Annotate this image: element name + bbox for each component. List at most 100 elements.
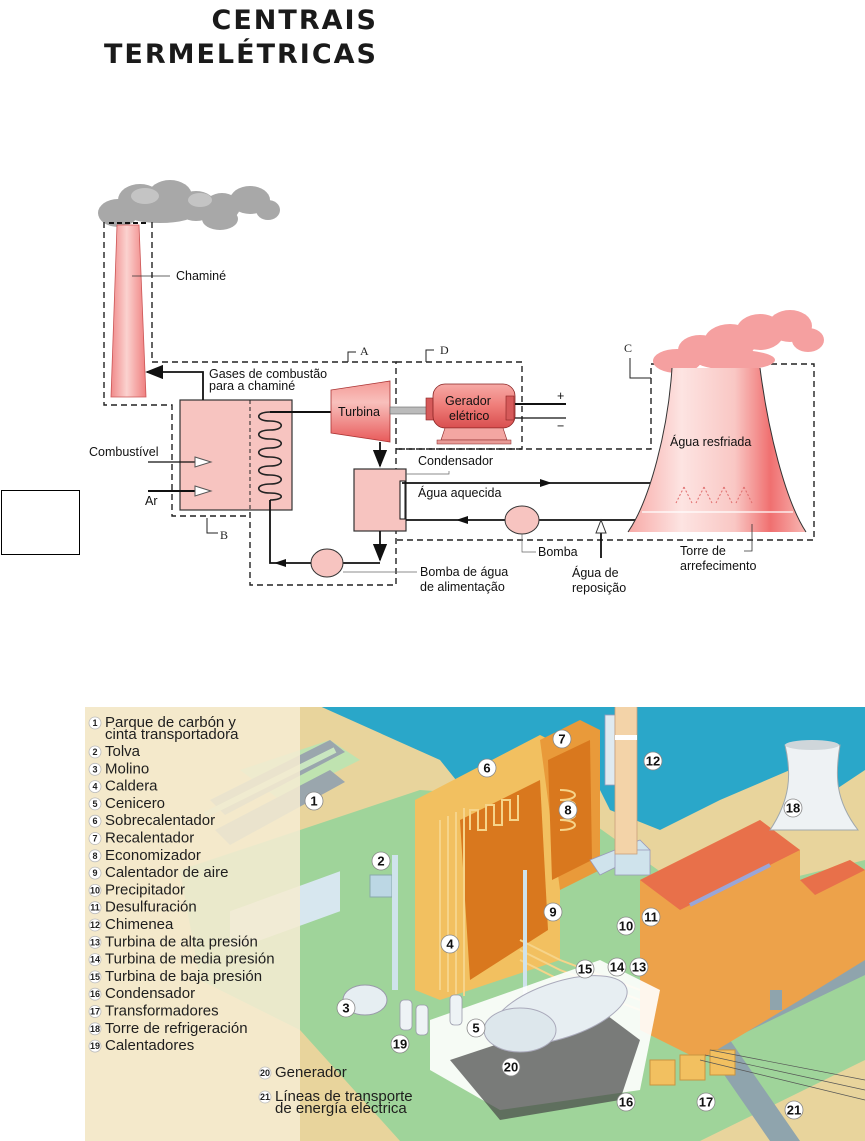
legend-number-badge [88, 866, 102, 880]
tower-label-1: Torre de [680, 544, 726, 558]
legend-label: Líneas de transporte [275, 1088, 413, 1105]
road [700, 950, 865, 1141]
legend-item: 17 Transformadores [88, 1003, 219, 1020]
chimney-label: Chaminé [176, 269, 226, 283]
legend-label: Recalentador [105, 830, 194, 847]
legend-item: 12 Chimenea [88, 916, 174, 933]
legend-label-line-2: cinta transportadora [105, 726, 239, 743]
callout-2: 2 [371, 851, 391, 871]
fuel-arrow-icon [194, 456, 213, 468]
legend-number: 17 [90, 1007, 100, 1017]
legend-item: 5 Cenicero [88, 795, 165, 812]
callout-4: 4 [440, 934, 460, 954]
callout-number: 2 [377, 854, 384, 869]
callout-9: 9 [543, 902, 563, 922]
callout-10: 10 [616, 916, 636, 936]
smoke-cloud-icon [98, 180, 280, 230]
legend-label: Turbina de baja presión [105, 968, 262, 985]
legend-label: Turbina de alta presión [105, 933, 258, 950]
legend-number: 20 [260, 1068, 270, 1078]
legend-number: 6 [92, 816, 97, 826]
callout-5: 5 [466, 1018, 486, 1038]
legend-number: 19 [90, 1041, 100, 1051]
callout-15: 15 [575, 959, 595, 979]
callout-18: 18 [783, 798, 803, 818]
legend-label: Cenicero [105, 795, 165, 812]
callout-8: 8 [558, 800, 578, 820]
legend-number: 12 [90, 920, 100, 930]
air-arrow-icon [194, 485, 213, 497]
minus-sign: − [557, 419, 564, 433]
legend-item: 7 Recalentador [88, 830, 194, 847]
feed-pump-label-1: Bomba de água [420, 565, 508, 579]
callout-21: 21 [784, 1100, 804, 1120]
callout-number: 6 [483, 761, 490, 776]
callout-number: 21 [787, 1103, 801, 1118]
cooling-tower-illustration [769, 744, 860, 831]
legend-number-badge [88, 1022, 102, 1036]
callout-14: 14 [607, 957, 627, 977]
callout-number: 19 [393, 1037, 407, 1052]
legend-item: 19 Calentadores [88, 1037, 194, 1054]
legend-label: Molino [105, 760, 149, 777]
legend-label: Desulfuración [105, 899, 197, 916]
legend-number-badge [88, 1005, 102, 1018]
callout-number: 8 [564, 803, 571, 818]
heat-exchanger-coil-icon [257, 411, 283, 501]
callout-number: 9 [549, 905, 556, 920]
legend-panel [85, 704, 300, 1141]
callout-number: 5 [472, 1021, 479, 1036]
legend-number-badge [258, 1066, 272, 1080]
cooling-pump [504, 505, 540, 535]
callout-number: 20 [504, 1060, 518, 1075]
page-title: CENTRAIS TERMELÉTRICAS [92, 4, 378, 72]
legend-number: 10 [90, 885, 100, 895]
title-line-2: TERMELÉTRICAS [103, 39, 378, 70]
legend-number-badge [88, 797, 102, 811]
legend-number: 7 [92, 834, 97, 844]
legend-number: 16 [90, 989, 100, 999]
generator-label-2: elétrico [449, 409, 489, 423]
condenser [353, 468, 407, 532]
callout-number: 17 [699, 1095, 713, 1110]
legend-number: 8 [92, 851, 97, 861]
legend-label: Chimenea [105, 916, 174, 933]
legend-number-badge [88, 970, 102, 984]
callout-number: 10 [619, 919, 633, 934]
legend-label: Economizador [105, 847, 201, 864]
legend-label: Parque de carbón y [105, 714, 236, 731]
legend-number-badge [88, 884, 102, 897]
legend-label: Precipitador [105, 881, 185, 898]
plus-sign: + [557, 389, 564, 403]
callout-3: 3 [336, 998, 356, 1018]
legend-label: Generador [275, 1064, 347, 1081]
callout-1: 1 [304, 791, 324, 811]
condenser-label: Condensador [418, 454, 493, 468]
legend-number: 5 [92, 799, 97, 809]
legend-label: Torre de refrigeración [105, 1020, 248, 1037]
legend-label: Transformadores [105, 1003, 219, 1020]
fuel-label: Combustível [89, 445, 158, 459]
legend-item: 20 Generador [258, 1064, 347, 1081]
legend-number: 4 [92, 782, 97, 792]
legend-label: Calentadores [105, 1037, 194, 1054]
callout-number: 14 [610, 960, 625, 975]
air-label: Ar [145, 494, 158, 508]
callout-number: 18 [786, 801, 800, 816]
legend-number-badge [88, 745, 102, 759]
legend-label: Caldera [105, 778, 158, 795]
callout-number: 11 [644, 910, 658, 925]
zone-a-label: A [360, 344, 369, 358]
legend-label: Sobrecalentador [105, 812, 215, 829]
legend-item: 10 Precipitador [88, 881, 185, 898]
turbine-hall [640, 820, 800, 1060]
callout-number: 1 [310, 794, 317, 809]
turbine [330, 380, 391, 443]
